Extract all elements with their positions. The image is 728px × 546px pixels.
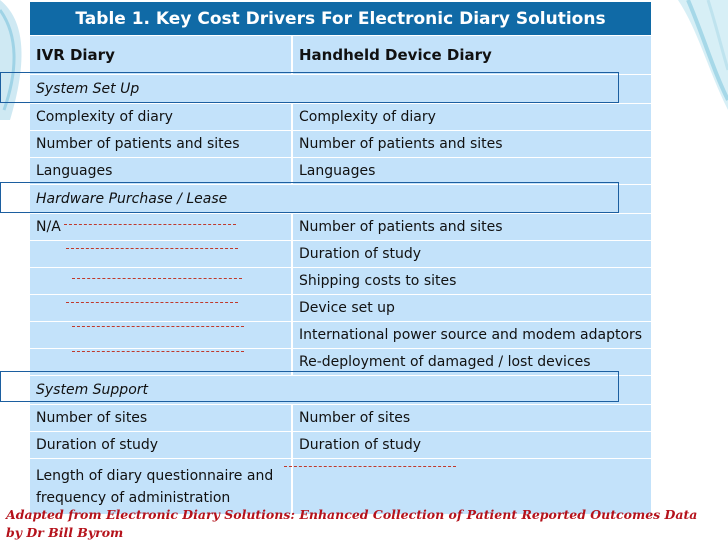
ivr-cell <box>30 295 293 321</box>
dashed-line <box>66 302 238 303</box>
dashed-line <box>72 278 242 279</box>
section-title: Hardware Purchase / Lease <box>36 191 228 207</box>
table-header-row: IVR Diary Handheld Device Diary <box>30 36 651 75</box>
corner-swoosh-right <box>678 0 728 110</box>
handheld-cell: Re-deployment of damaged / lost devices <box>299 354 591 370</box>
handheld-cell: Duration of study <box>299 246 422 262</box>
citation-note: Adapted from Electronic Diary Solutions:… <box>6 507 698 540</box>
ivr-cell: Number of patients and sites <box>30 131 293 157</box>
ivr-cell: Length of diary questionnaire and freque… <box>30 459 293 514</box>
header-handheld-device-diary: Handheld Device Diary <box>299 46 492 64</box>
table-title: Table 1. Key Cost Drivers For Electronic… <box>30 2 651 36</box>
ivr-cell: Number of sites <box>30 405 293 431</box>
table-row: Number of sites Number of sites <box>30 405 651 432</box>
handheld-cell: Number of sites <box>299 410 411 426</box>
table-row: Length of diary questionnaire and freque… <box>30 459 651 515</box>
section-title: System Set Up <box>36 81 140 97</box>
dashed-line <box>72 351 244 352</box>
table-row: N/A Number of patients and sites <box>30 214 651 241</box>
corner-swoosh-left <box>0 0 22 120</box>
handheld-cell: Duration of study <box>299 437 422 453</box>
section-system-set-up: System Set Up <box>30 75 651 104</box>
table-row: Duration of study <box>30 241 651 268</box>
section-system-support: System Support <box>30 376 651 405</box>
handheld-cell: Device set up <box>299 300 395 316</box>
section-outline-support <box>0 371 619 402</box>
handheld-cell: Complexity of diary <box>299 109 436 125</box>
handheld-cell: International power source and modem ada… <box>299 327 643 343</box>
ivr-cell: N/A <box>30 214 293 240</box>
cost-drivers-table: Table 1. Key Cost Drivers For Electronic… <box>30 2 651 515</box>
handheld-cell: Number of patients and sites <box>299 136 503 152</box>
dashed-line <box>64 224 236 225</box>
section-title: System Support <box>36 382 148 398</box>
header-ivr-diary: IVR Diary <box>30 36 293 74</box>
table-row: Number of patients and sites Number of p… <box>30 131 651 158</box>
table-row: Device set up <box>30 295 651 322</box>
dashed-line <box>66 248 238 249</box>
ivr-cell <box>30 349 293 375</box>
handheld-cell: Number of patients and sites <box>299 219 503 235</box>
table-row: Complexity of diary Complexity of diary <box>30 104 651 131</box>
ivr-cell <box>30 241 293 267</box>
table-row: Duration of study Duration of study <box>30 432 651 459</box>
handheld-cell: Languages <box>299 163 376 179</box>
ivr-cell <box>30 322 293 348</box>
section-outline-hardware <box>0 182 619 213</box>
table-row: Languages Languages <box>30 158 651 185</box>
handheld-cell: Shipping costs to sites <box>299 273 457 289</box>
ivr-cell: Duration of study <box>30 432 293 458</box>
dashed-line <box>72 326 244 327</box>
dashed-line <box>284 466 456 467</box>
table-row: Shipping costs to sites <box>30 268 651 295</box>
ivr-cell: Complexity of diary <box>30 104 293 130</box>
section-hardware-purchase-lease: Hardware Purchase / Lease <box>30 185 651 214</box>
section-outline-set-up <box>0 72 619 103</box>
ivr-cell: Languages <box>30 158 293 184</box>
ivr-cell <box>30 268 293 294</box>
